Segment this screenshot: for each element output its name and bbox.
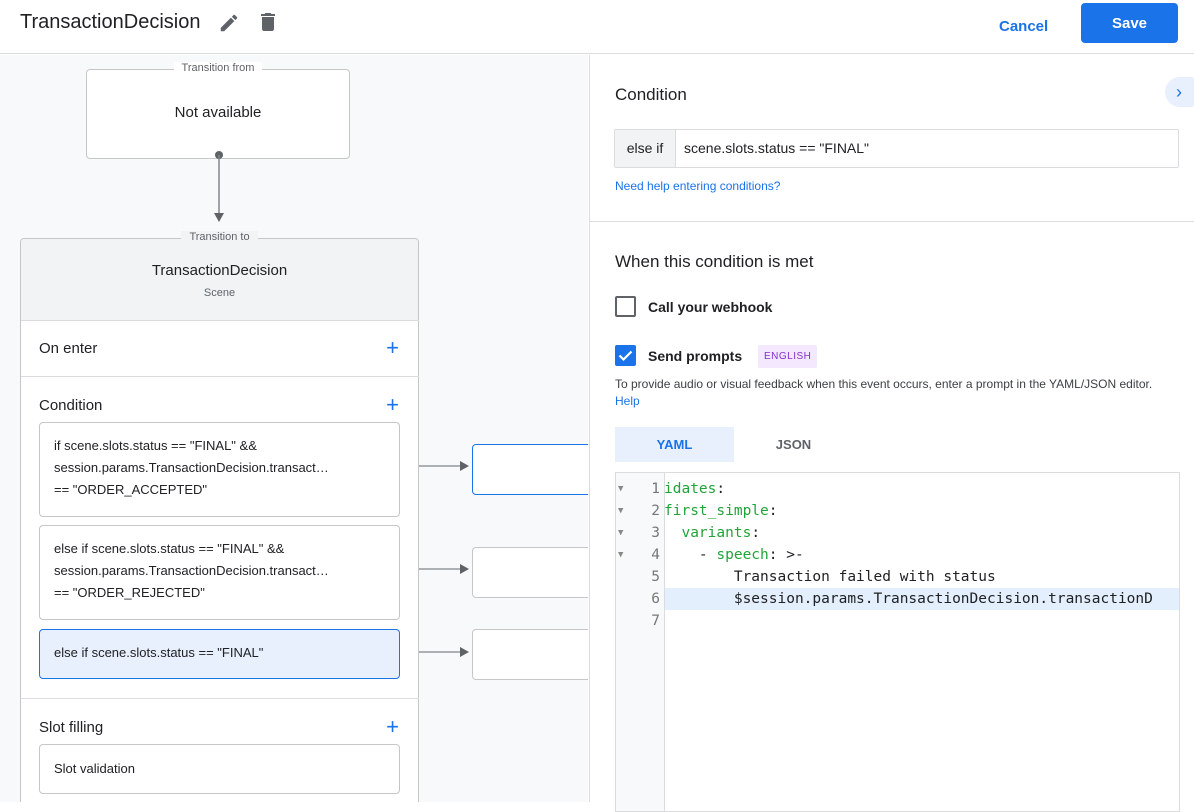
scene-name: TransactionDecision <box>151 262 288 279</box>
send-prompts-label: Send prompts <box>648 348 743 364</box>
delete-icon[interactable] <box>256 10 280 39</box>
condition-text: else if scene.slots.status == "FINAL" && <box>54 541 285 556</box>
prompt-help-link[interactable]: Help <box>615 394 640 408</box>
add-condition-icon[interactable]: + <box>386 392 399 417</box>
condition-text: session.params.TransactionDecision.trans… <box>54 563 329 578</box>
condition-input[interactable]: else if scene.slots.status == "FINAL" <box>614 129 1179 168</box>
help-conditions-link[interactable]: Need help entering conditions? <box>615 179 781 193</box>
top-bar: TransactionDecision Cancel Save <box>0 0 1194 54</box>
cancel-button[interactable]: Cancel <box>990 12 1057 42</box>
condition-value[interactable]: scene.slots.status == "FINAL" <box>684 140 870 156</box>
condition-target-1[interactable] <box>472 444 588 495</box>
flow-canvas[interactable]: Transition from Not available Transition… <box>0 55 588 802</box>
page-title: TransactionDecision <box>20 11 201 33</box>
code-line: 7 <box>651 613 660 629</box>
transition-to-legend: Transition to <box>181 231 258 243</box>
divider <box>590 221 1194 222</box>
on-enter-section[interactable]: On enter + <box>21 320 419 376</box>
condition-text: == "ORDER_REJECTED" <box>54 585 205 600</box>
prompt-description-text: To provide audio or visual feedback when… <box>615 377 1153 391</box>
editor-gutter <box>616 473 665 811</box>
condition-item[interactable]: else if scene.slots.status == "FINAL" &&… <box>39 525 400 620</box>
fold-arrow-icon: ▼ <box>618 550 624 560</box>
condition-label: Condition <box>39 397 103 414</box>
condition-target-2[interactable] <box>472 547 588 598</box>
condition-text: else if scene.slots.status == "FINAL" <box>54 645 264 660</box>
code-line-active: 6 $session.params.TransactionDecision.tr… <box>616 588 1179 610</box>
detail-panel: › Condition else if scene.slots.status =… <box>589 55 1194 812</box>
prompt-description: To provide audio or visual feedback when… <box>615 376 1175 410</box>
check-icon <box>618 350 633 362</box>
on-enter-label: On enter <box>39 340 98 357</box>
scene-type: Scene <box>203 287 236 299</box>
save-button[interactable]: Save <box>1081 3 1178 43</box>
condition-target-3[interactable] <box>472 629 588 680</box>
condition-prefix: else if <box>615 130 676 167</box>
slot-filling-section: Slot filling + <box>21 698 419 802</box>
condition-item[interactable]: if scene.slots.status == "FINAL" && sess… <box>39 422 400 517</box>
tab-yaml[interactable]: YAML <box>615 427 734 462</box>
arrow-head <box>214 213 224 222</box>
tab-json[interactable]: JSON <box>775 437 812 452</box>
add-on-enter-icon[interactable]: + <box>386 335 399 360</box>
code-line: ▼4 - speech: >- <box>616 544 1179 566</box>
webhook-checkbox[interactable] <box>615 296 636 317</box>
send-prompts-checkbox[interactable] <box>615 345 636 366</box>
edit-icon[interactable] <box>218 12 240 39</box>
collapse-panel-chevron-icon[interactable]: › <box>1165 77 1194 107</box>
slot-validation-label: Slot validation <box>54 761 135 776</box>
slot-validation-item[interactable]: Slot validation <box>39 744 400 794</box>
fold-arrow-icon: ▼ <box>618 484 624 494</box>
when-met-heading: When this condition is met <box>615 252 814 271</box>
scene-box: Transition to TransactionDecision Scene … <box>20 231 419 802</box>
transition-from-value: Not available <box>174 104 262 121</box>
transition-from-box: Transition from Not available <box>86 62 350 159</box>
slot-filling-label: Slot filling <box>39 719 104 736</box>
code-line: ▼3 variants: <box>616 522 1179 544</box>
language-badge: ENGLISH <box>758 345 818 368</box>
condition-text: == "ORDER_ACCEPTED" <box>54 482 207 497</box>
condition-text: session.params.TransactionDecision.trans… <box>54 460 329 475</box>
condition-text: if scene.slots.status == "FINAL" && <box>54 438 257 453</box>
condition-section: Condition + <box>21 376 419 698</box>
fold-arrow-icon: ▼ <box>618 506 624 516</box>
fold-arrow-icon: ▼ <box>618 528 624 538</box>
condition-heading: Condition <box>615 85 687 104</box>
code-line: 5 Transaction failed with status <box>651 569 996 585</box>
transition-from-legend: Transition from <box>173 62 263 74</box>
webhook-label: Call your webhook <box>648 299 773 315</box>
condition-item-selected[interactable]: else if scene.slots.status == "FINAL" <box>39 629 400 679</box>
add-slot-icon[interactable]: + <box>386 714 399 739</box>
